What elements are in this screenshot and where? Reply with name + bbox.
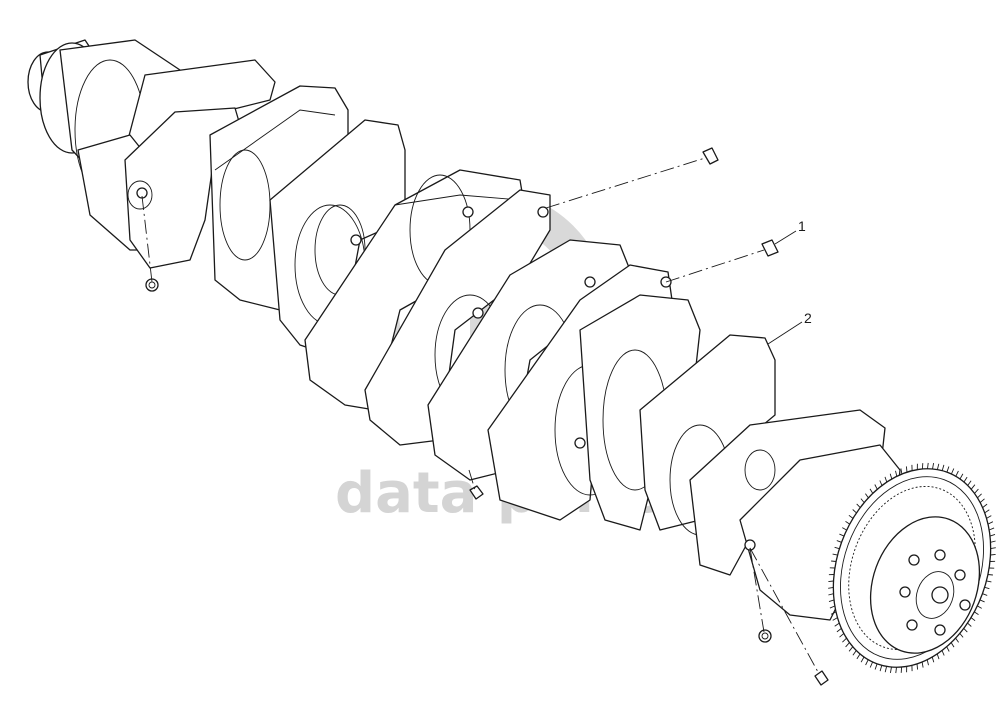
- gear-tooth: [984, 586, 990, 590]
- plug-top-right: [702, 147, 719, 165]
- gear-tooth: [836, 540, 842, 543]
- gear-tooth: [936, 463, 940, 470]
- gear-tooth: [979, 498, 985, 503]
- gear-tooth: [982, 593, 988, 596]
- gear-tooth: [889, 473, 893, 480]
- gear-tooth: [845, 521, 850, 525]
- gear-tooth: [977, 493, 982, 499]
- gear-tooth: [987, 574, 993, 576]
- gear-tooth: [879, 480, 883, 486]
- gear-tooth: [974, 611, 979, 615]
- callout-1: 1: [774, 218, 806, 245]
- gear-tooth: [828, 580, 834, 583]
- gear-tooth: [852, 509, 857, 514]
- gear-tooth: [829, 605, 835, 609]
- gear-tooth: [936, 653, 940, 660]
- gear-tooth: [990, 540, 996, 543]
- plug-callout-1: [761, 239, 779, 257]
- gear-tooth: [950, 642, 955, 648]
- gear-tooth: [986, 515, 992, 519]
- gear-tooth: [927, 462, 929, 469]
- rear-crank-web: [689, 409, 901, 621]
- gear-tooth: [865, 493, 869, 499]
- gear-tooth: [874, 484, 878, 490]
- gear-tooth: [832, 553, 838, 556]
- gear-tooth: [921, 661, 924, 668]
- flywheel-gear: [828, 462, 996, 674]
- gear-tooth: [828, 593, 834, 596]
- gear-tooth: [836, 628, 842, 633]
- gear-tooth: [869, 488, 874, 494]
- gear-tooth: [845, 642, 850, 648]
- assembly-lines: [141, 157, 819, 673]
- gear-tooth: [946, 466, 950, 473]
- gear-tooth: [970, 484, 976, 490]
- gear-tooth: [860, 498, 865, 503]
- gear-tooth: [967, 480, 972, 486]
- gear-tooth: [900, 468, 903, 475]
- gear-tooth: [865, 659, 869, 666]
- gear-tooth: [828, 586, 834, 589]
- gear-tooth: [879, 665, 883, 672]
- gear-tooth: [931, 656, 935, 663]
- gear-tooth: [955, 470, 959, 477]
- gear-tooth: [839, 533, 845, 537]
- gear-tooth: [830, 611, 837, 615]
- gear-tooth: [895, 470, 898, 477]
- gear-tooth: [842, 637, 847, 643]
- callout-2-label: 2: [804, 310, 812, 326]
- gear-tooth: [905, 466, 908, 473]
- gear-tooth: [990, 553, 996, 556]
- callout-2: 2: [767, 310, 812, 345]
- gear-tooth: [963, 628, 968, 633]
- gear-tooth: [932, 463, 935, 470]
- gear-tooth: [895, 667, 897, 674]
- gear-tooth: [989, 527, 995, 531]
- gear-tooth: [977, 605, 982, 609]
- plug-bottom-right: [814, 670, 829, 686]
- gear-tooth: [834, 546, 840, 550]
- gear-tooth: [941, 650, 945, 656]
- plug-bottom-left: [758, 629, 772, 643]
- gear-tooth: [828, 599, 835, 603]
- gear-tooth: [889, 666, 892, 673]
- gear-tooth: [852, 650, 857, 656]
- gear-tooth: [839, 633, 845, 638]
- gear-tooth: [955, 637, 959, 643]
- gear-tooth: [990, 547, 996, 550]
- gear-tooth: [986, 580, 992, 583]
- gear-tooth: [989, 533, 996, 537]
- gear-tooth: [979, 599, 985, 603]
- gear-tooth: [831, 560, 837, 562]
- gear-tooth: [884, 476, 888, 483]
- gear-tooth: [916, 663, 919, 670]
- gear-tooth: [856, 653, 861, 660]
- gear-tooth: [959, 473, 964, 480]
- gear-tooth: [946, 646, 950, 652]
- gear-tooth: [959, 633, 964, 638]
- gear-tooth: [834, 622, 840, 627]
- gear-tooth: [869, 661, 874, 668]
- gear-tooth: [941, 464, 945, 471]
- gear-tooth: [832, 617, 838, 621]
- gear-tooth: [856, 503, 861, 508]
- gear-tooth: [987, 521, 994, 525]
- gear-tooth: [848, 646, 854, 652]
- gear-tooth: [926, 659, 929, 666]
- gear-tooth: [884, 666, 888, 673]
- gear-tooth: [963, 476, 968, 483]
- gear-tooth: [984, 509, 990, 514]
- gear-tooth: [950, 468, 955, 475]
- gear-tooth: [982, 503, 988, 508]
- callout-1-label: 1: [798, 218, 806, 234]
- gear-tooth: [860, 656, 865, 663]
- gear-tooth: [874, 663, 878, 670]
- gear-tooth: [842, 527, 847, 531]
- gear-tooth: [970, 617, 976, 622]
- gear-tooth: [974, 488, 979, 494]
- gear-tooth: [848, 514, 854, 519]
- gear-tooth: [967, 622, 972, 627]
